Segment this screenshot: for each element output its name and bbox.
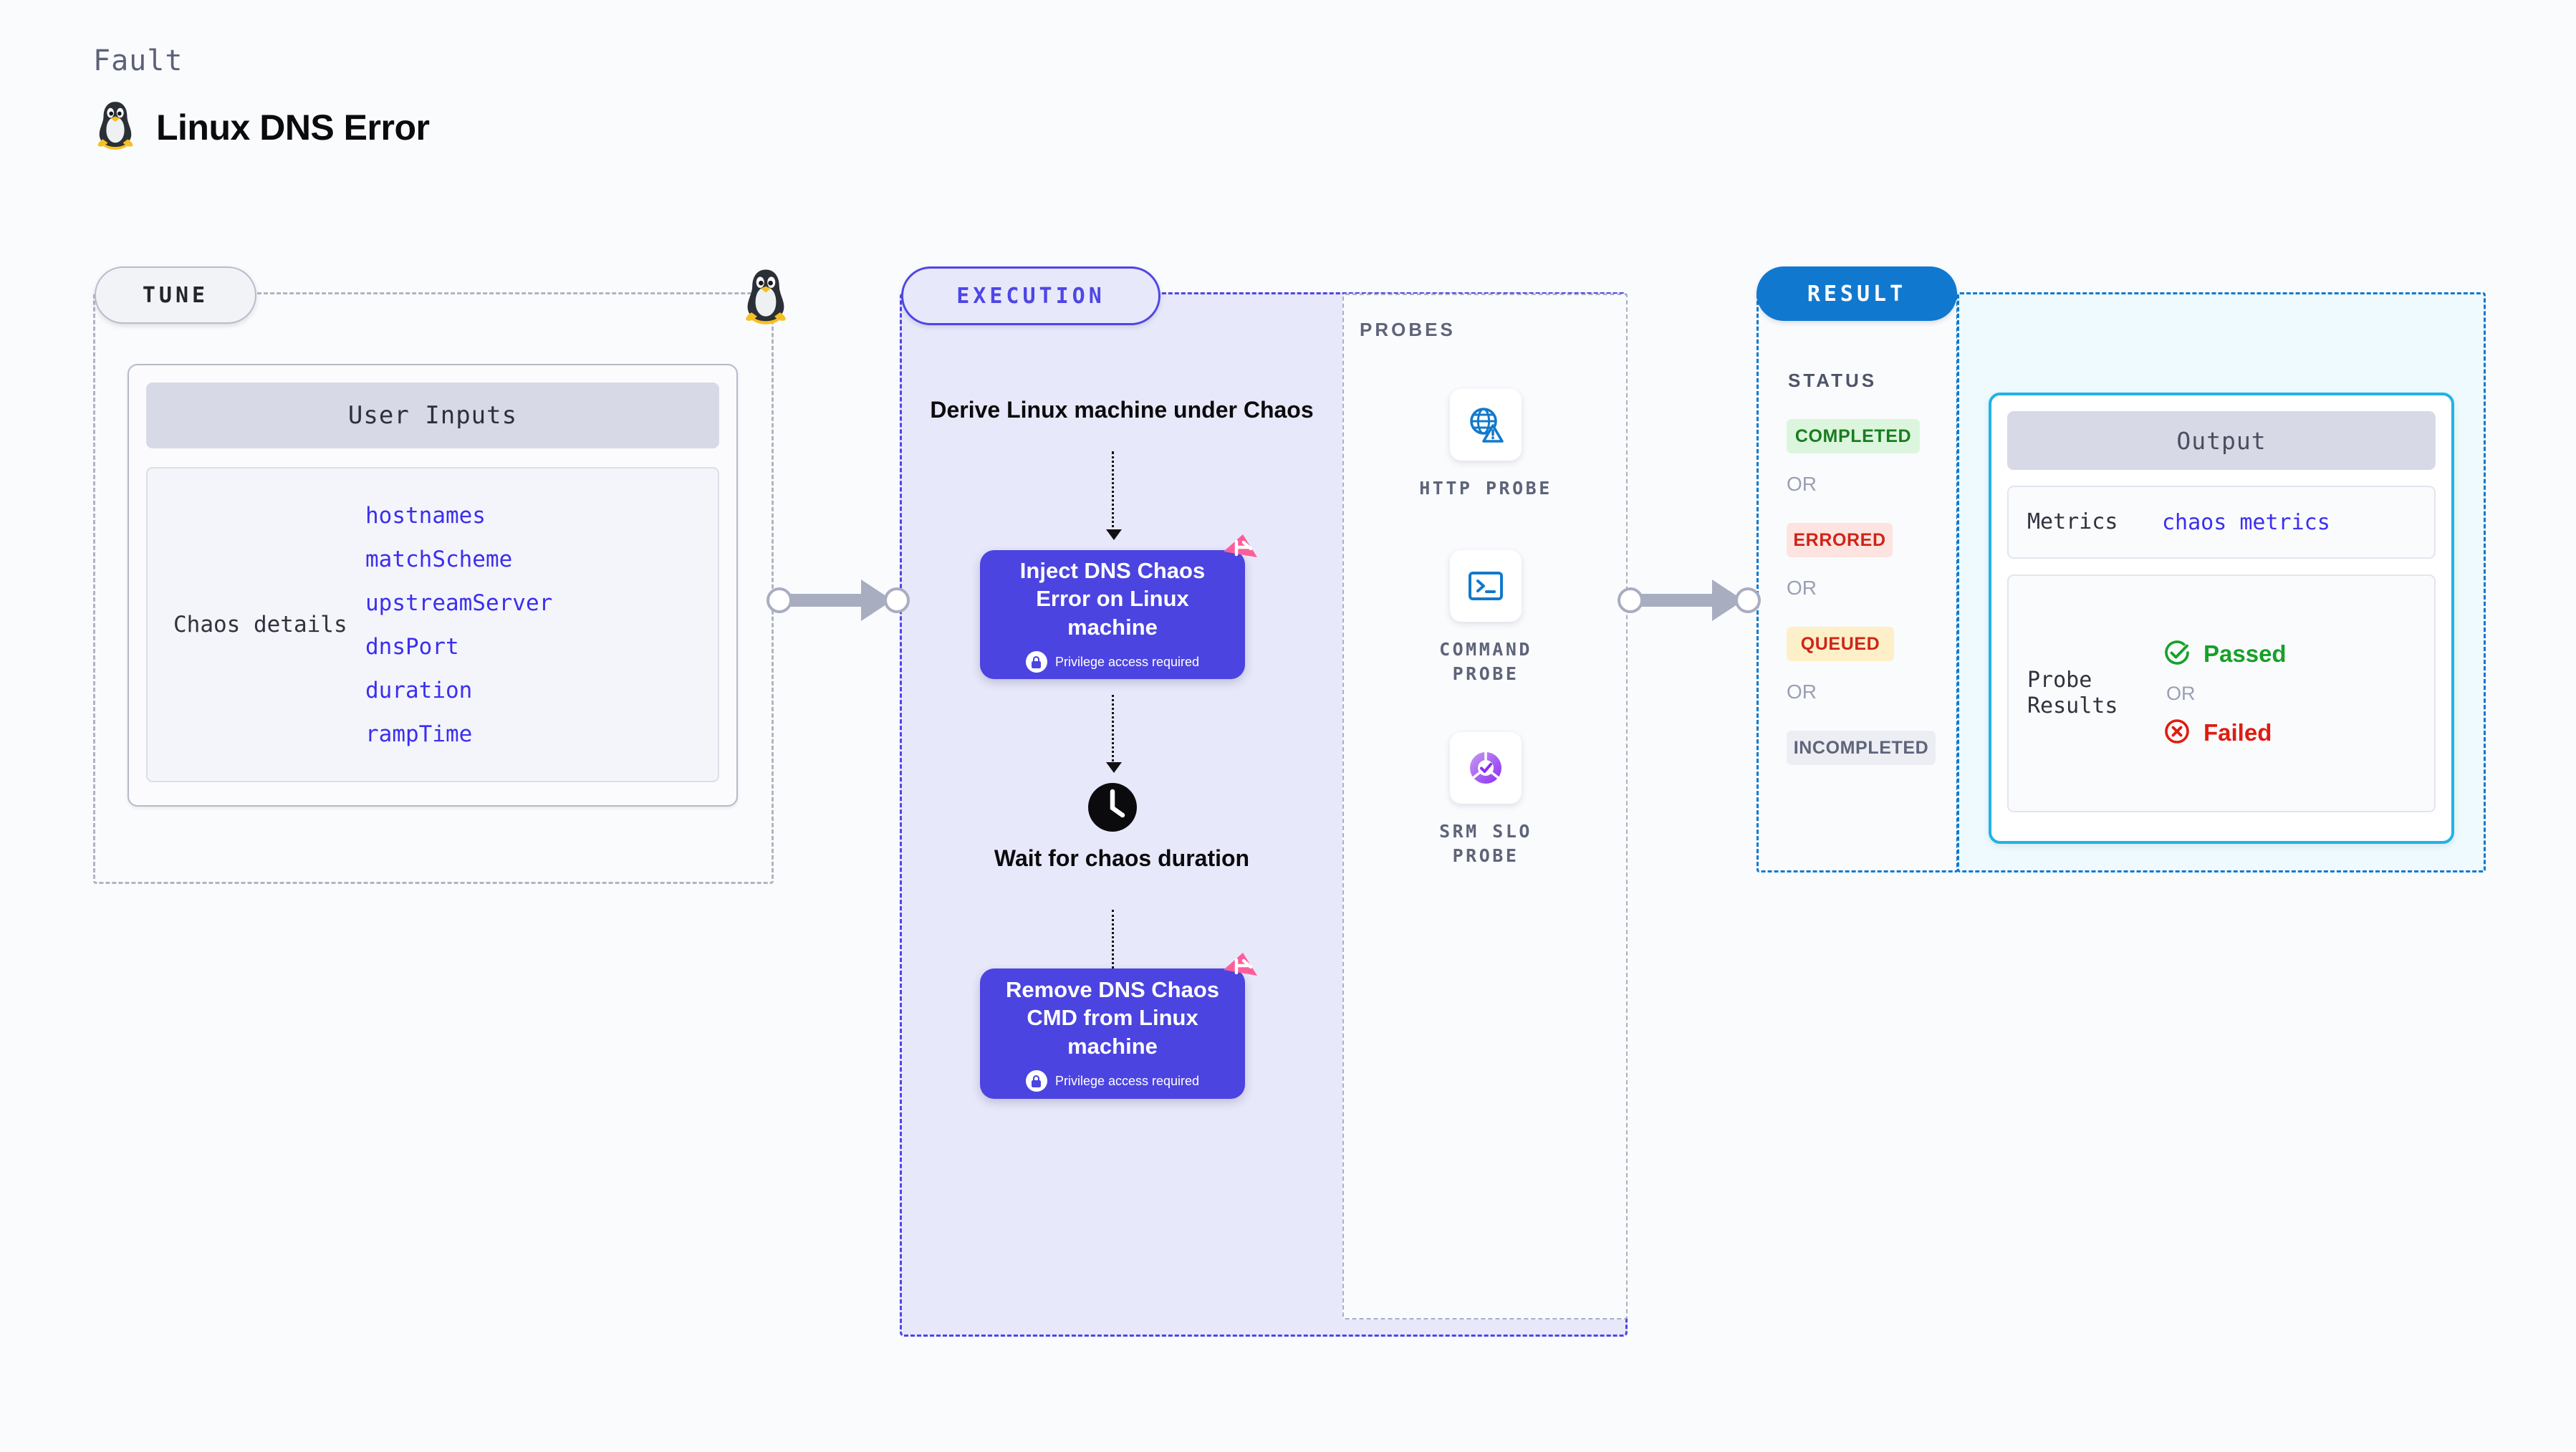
flow-arrow-down-2 xyxy=(1106,695,1122,773)
fault-kicker: Fault xyxy=(93,44,183,77)
step-wait-label: Wait for chaos duration xyxy=(994,845,1250,871)
param-dnsport[interactable]: dnsPort xyxy=(365,633,459,660)
user-inputs-card: User Inputs Chaos details hostnames matc… xyxy=(128,364,738,807)
lock-icon xyxy=(1025,1070,1047,1092)
probe-result-passed: Passed xyxy=(2162,638,2287,671)
privilege-note-text: Privilege access required xyxy=(1054,1073,1200,1088)
flow-arrow-down-1 xyxy=(1106,451,1122,540)
probe-results-key: Probe Results xyxy=(2027,668,2118,718)
status-or-1: OR xyxy=(1787,473,1817,495)
probe-http[interactable]: HTTP PROBE xyxy=(1400,389,1572,501)
param-upstreamserver[interactable]: upstreamServer xyxy=(365,590,553,616)
status-badge-incompleted: INCOMPLETED xyxy=(1787,731,1936,765)
step-derive-label: Derive Linux machine under Chaos xyxy=(930,397,1314,423)
probe-result-or: OR xyxy=(2166,682,2196,704)
probe-results-values: Passed OR Failed xyxy=(2162,638,2287,750)
tune-pill: TUNE xyxy=(95,266,256,324)
status-section-label: STATUS xyxy=(1788,370,1878,391)
chaos-details-panel: Chaos details hostnames matchScheme upst… xyxy=(146,467,719,782)
step-inject-chaos-box[interactable]: Inject DNS Chaos Error on Linux machine … xyxy=(980,534,1257,679)
tux-penguin-icon xyxy=(93,99,138,155)
page-header: Fault Linux DNS Error xyxy=(93,44,430,155)
x-circle-icon xyxy=(2162,716,2192,750)
connector-knob-end xyxy=(1735,587,1761,613)
result-pill: RESULT xyxy=(1756,266,1957,321)
output-card: Output Metrics chaos metrics Probe Resul… xyxy=(1989,393,2454,844)
privilege-note-row: Privilege access required xyxy=(1025,1070,1200,1092)
connector-bar xyxy=(1639,594,1716,607)
page-title: Linux DNS Error xyxy=(156,107,430,148)
connector-knob-start xyxy=(1618,587,1643,613)
probe-http-label: HTTP PROBE xyxy=(1419,478,1552,499)
param-hostnames[interactable]: hostnames xyxy=(365,502,486,529)
check-circle-icon xyxy=(2162,638,2192,671)
fault-title-row: Linux DNS Error xyxy=(93,99,430,155)
probe-failed-label: Failed xyxy=(2203,719,2272,746)
output-metrics-row: Metrics chaos metrics xyxy=(2007,486,2436,559)
harness-ribbon-icon xyxy=(1219,533,1261,574)
harness-ribbon-icon xyxy=(1219,951,1261,993)
step-remove-title: Remove DNS Chaos CMD from Linux machine xyxy=(1005,976,1220,1059)
chaos-parameter-list: hostnames matchScheme upstreamServer dns… xyxy=(365,503,552,747)
probe-srm-slo-label: SRM SLO PROBE xyxy=(1439,821,1532,866)
privilege-note-row: Privilege access required xyxy=(1025,651,1200,673)
param-matchscheme[interactable]: matchScheme xyxy=(365,546,513,572)
probes-container xyxy=(1342,294,1628,1319)
slo-donut-check-icon xyxy=(1450,732,1522,804)
metrics-value[interactable]: chaos metrics xyxy=(2162,509,2330,535)
status-or-3: OR xyxy=(1787,681,1817,703)
step-remove-chaos-box[interactable]: Remove DNS Chaos CMD from Linux machine … xyxy=(980,953,1257,1099)
globe-warning-icon xyxy=(1450,389,1522,461)
step-inject-title: Inject DNS Chaos Error on Linux machine xyxy=(1019,557,1206,640)
chaos-details-label: Chaos details xyxy=(173,612,347,638)
probes-section-label: PROBES xyxy=(1360,319,1456,340)
clock-icon xyxy=(1086,781,1139,834)
probe-command[interactable]: COMMAND PROBE xyxy=(1400,550,1572,686)
tune-container xyxy=(93,292,774,884)
tux-penguin-icon xyxy=(739,266,792,327)
status-badge-errored: ERRORED xyxy=(1787,523,1893,557)
privilege-note-text: Privilege access required xyxy=(1054,654,1200,669)
connector-bar xyxy=(788,594,865,607)
probe-srm-slo[interactable]: SRM SLO PROBE xyxy=(1400,732,1572,868)
probe-result-failed: Failed xyxy=(2162,716,2287,750)
execution-pill: EXECUTION xyxy=(901,266,1160,325)
lock-icon xyxy=(1025,651,1047,673)
probe-command-label: COMMAND PROBE xyxy=(1439,639,1532,684)
connector-knob-end xyxy=(884,587,910,613)
terminal-icon xyxy=(1450,550,1522,622)
param-duration[interactable]: duration xyxy=(365,677,473,703)
user-inputs-header: User Inputs xyxy=(146,383,719,448)
connector-tune-to-execution xyxy=(766,580,910,621)
status-badge-completed: COMPLETED xyxy=(1787,419,1920,453)
metrics-key: Metrics xyxy=(2027,509,2118,534)
output-probe-results-row: Probe Results Passed OR xyxy=(2007,574,2436,812)
output-header: Output xyxy=(2007,411,2436,470)
connector-execution-to-result xyxy=(1618,580,1761,621)
status-or-2: OR xyxy=(1787,577,1817,599)
probe-passed-label: Passed xyxy=(2203,640,2287,667)
param-ramptime[interactable]: rampTime xyxy=(365,721,473,747)
status-badge-queued: QUEUED xyxy=(1787,627,1894,661)
connector-knob-start xyxy=(766,587,792,613)
